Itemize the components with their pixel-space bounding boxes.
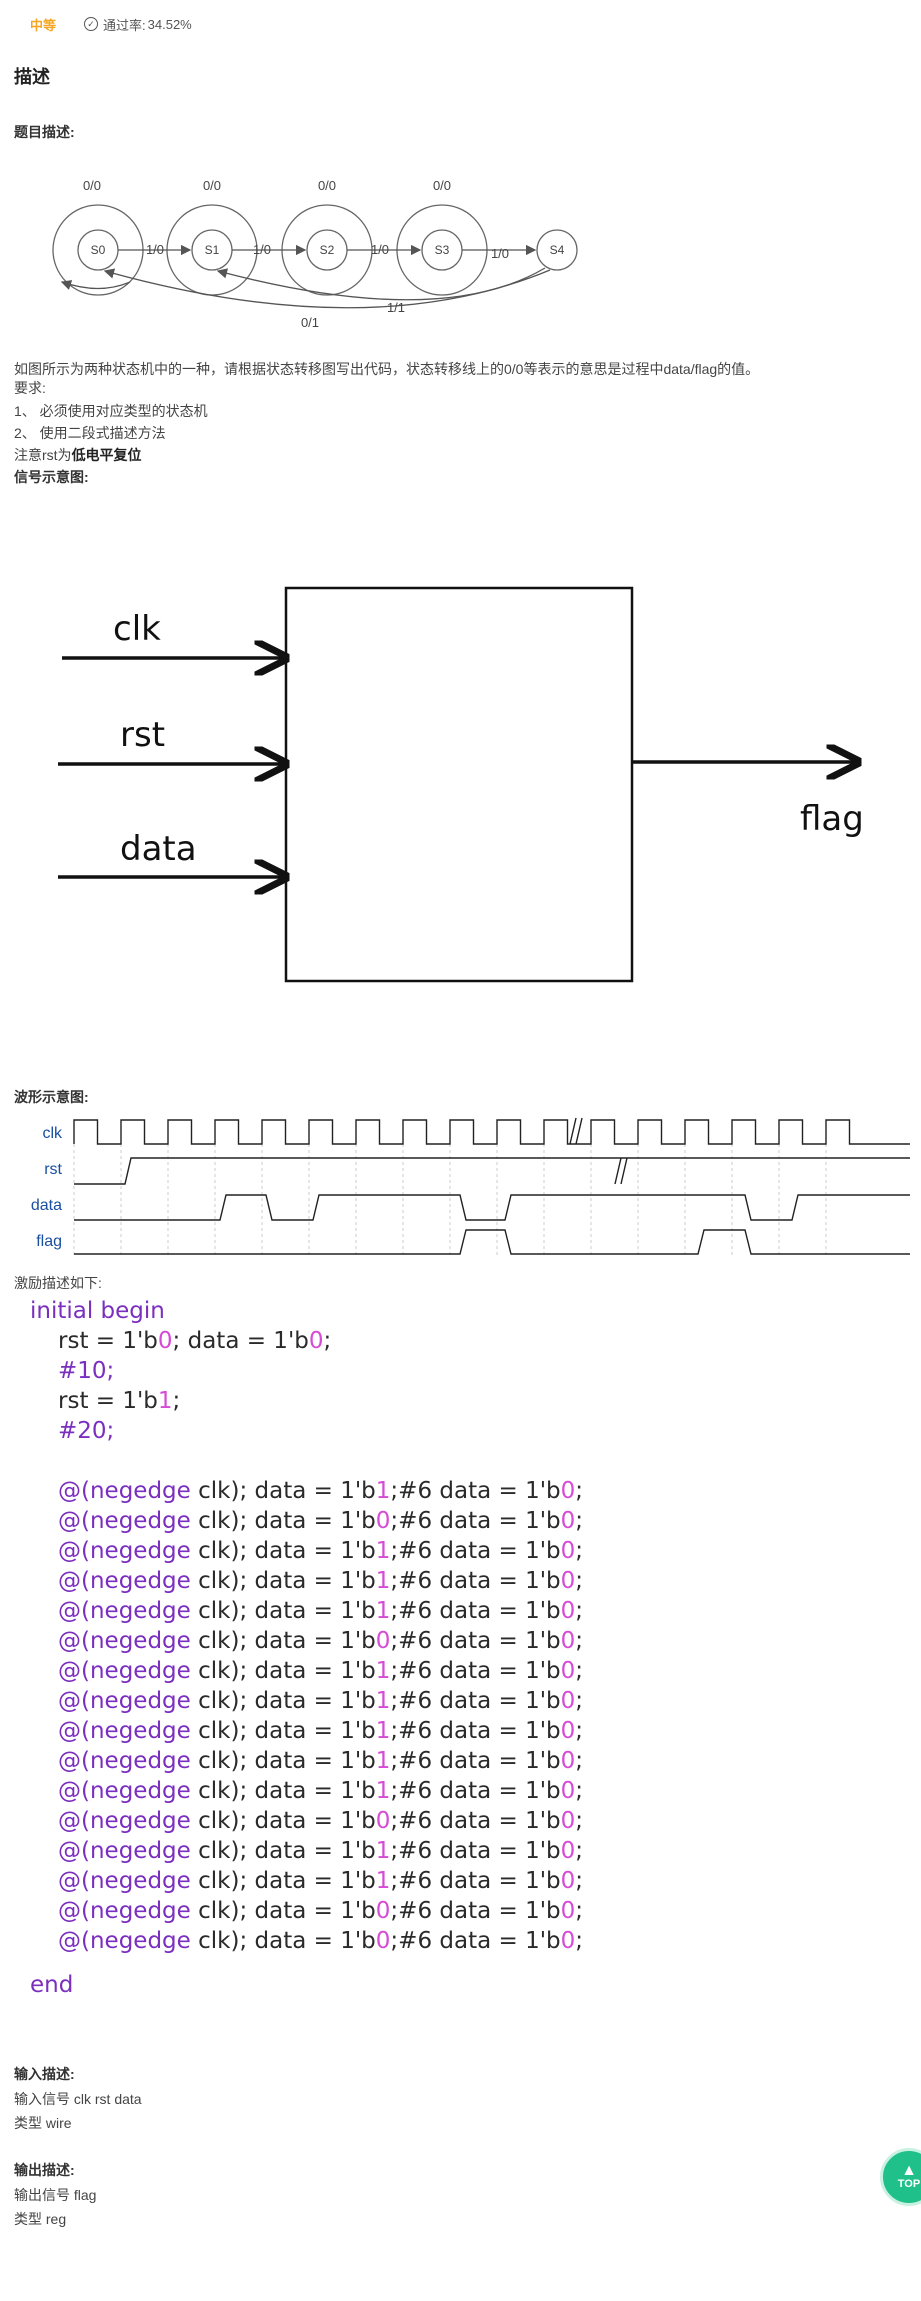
clk-break-mark xyxy=(569,1117,583,1145)
wave-signal-rst: rst xyxy=(44,1161,62,1178)
code-line-negedge: @(negedge clk); data = 1'b1;#6 data = 1'… xyxy=(58,1838,584,1864)
input-line1: 输入信号 clk rst data xyxy=(14,2091,142,2107)
state-label-s1: S1 xyxy=(205,243,220,257)
reset-note-bold: 低电平复位 xyxy=(71,447,142,463)
code-line-delay20: #20; xyxy=(58,1418,115,1444)
state-label-s3: S3 xyxy=(435,243,450,257)
flag-waveform xyxy=(74,1229,910,1255)
code-line-negedge: @(negedge clk); data = 1'b1;#6 data = 1'… xyxy=(58,1478,584,1504)
code-line-negedge: @(negedge clk); data = 1'b0;#6 data = 1'… xyxy=(58,1628,584,1654)
code-line-rst0: rst = 1'b0; data = 1'b0; xyxy=(58,1328,332,1354)
rst-break-mark xyxy=(614,1157,628,1185)
code-line-negedge: @(negedge clk); data = 1'b0;#6 data = 1'… xyxy=(58,1898,584,1924)
requirement-1: 1、 必须使用对应类型的状态机 xyxy=(14,403,208,419)
edge-label-s1-s2: 1/0 xyxy=(253,242,271,257)
code-line-negedge: @(negedge clk); data = 1'b0;#6 data = 1'… xyxy=(58,1508,584,1534)
edge-loop-back xyxy=(60,280,131,290)
edge-label-s4-s1: 1/1 xyxy=(387,300,405,315)
requirement-2: 2、 使用二段式描述方法 xyxy=(14,425,166,441)
clk-waveform xyxy=(73,1119,910,1145)
top-label: TOP xyxy=(897,2178,921,2190)
edge-s4-s0 xyxy=(103,268,551,309)
meta-row: 中等 ✓ 通过率: 34.52% xyxy=(30,14,192,34)
difficulty-badge: 中等 xyxy=(30,17,57,33)
code-line-negedge: @(negedge clk); data = 1'b1;#6 data = 1'… xyxy=(58,1778,584,1804)
flag-label: flag xyxy=(800,799,864,839)
stimulus-code: initial begin rst = 1'b0; data = 1'b0; #… xyxy=(0,1296,921,2016)
output-line2: 类型 reg xyxy=(14,2211,67,2227)
output-title: 输出描述: xyxy=(14,2162,75,2178)
code-line-negedge: @(negedge clk); data = 1'b0;#6 data = 1'… xyxy=(58,1808,584,1834)
wave-signal-clk: clk xyxy=(42,1125,63,1142)
code-line-negedge: @(negedge clk); data = 1'b0;#6 data = 1'… xyxy=(58,1928,584,1954)
rst-label: rst xyxy=(120,715,165,755)
code-line-negedge: @(negedge clk); data = 1'b1;#6 data = 1'… xyxy=(58,1658,584,1684)
check-circle-icon: ✓ xyxy=(84,17,99,31)
code-line-negedge: @(negedge clk); data = 1'b1;#6 data = 1'… xyxy=(58,1868,584,1894)
problem-label: 题目描述: xyxy=(14,124,75,140)
waveform-diagram: clk rst data flag xyxy=(31,1117,910,1258)
loop-label-s1: 0/0 xyxy=(203,178,221,193)
state-label-s2: S2 xyxy=(320,243,335,257)
arrow-up-icon: ▲ xyxy=(901,2162,917,2179)
back-to-top-button[interactable]: ▲ TOP xyxy=(880,2148,921,2206)
wave-gridlines xyxy=(73,1120,827,1258)
code-line-negedge: @(negedge clk); data = 1'b1;#6 data = 1'… xyxy=(58,1598,584,1624)
edge-s4-s1 xyxy=(216,267,546,301)
reset-note-prefix: 注意rst为 xyxy=(14,447,72,463)
stim-label: 激励描述如下: xyxy=(14,1275,102,1291)
rst-waveform xyxy=(74,1157,910,1185)
output-line1: 输出信号 flag xyxy=(14,2187,97,2203)
pass-rate-label: 通过率: xyxy=(103,17,146,33)
state-s4 xyxy=(536,229,578,271)
pass-rate-value: 34.52% xyxy=(147,16,192,32)
reset-note: 注意rst为低电平复位 xyxy=(14,446,142,465)
state-label-s0: S0 xyxy=(91,243,106,257)
wave-signal-data: data xyxy=(31,1197,62,1214)
data-label: data xyxy=(120,829,197,869)
wave-label: 波形示意图: xyxy=(14,1089,89,1105)
code-line-negedge: @(negedge clk); data = 1'b1;#6 data = 1'… xyxy=(58,1748,584,1774)
code-line-negedge: @(negedge clk); data = 1'b1;#6 data = 1'… xyxy=(58,1718,584,1744)
problem-paragraph: 如图所示为两种状态机中的一种，请根据状态转移图写出代码，状态转移线上的0/0等表… xyxy=(14,361,760,377)
code-line-negedge: @(negedge clk); data = 1'b1;#6 data = 1'… xyxy=(58,1538,584,1564)
wave-signal-flag: flag xyxy=(36,1233,62,1250)
code-end: end xyxy=(30,1972,74,1998)
code-initial-begin: initial begin xyxy=(30,1298,165,1324)
state-diagram: S0 S1 S2 S3 S4 0/0 0/0 0/0 0/0 1/0 1/0 1… xyxy=(52,178,578,330)
data-waveform xyxy=(74,1194,910,1221)
code-line-negedge: @(negedge clk); data = 1'b1;#6 data = 1'… xyxy=(58,1688,584,1714)
edge-label-s0-s1: 1/0 xyxy=(146,242,164,257)
code-line-rst1: rst = 1'b1; xyxy=(58,1388,181,1414)
section-title-description: 描述 xyxy=(14,67,50,87)
loop-label-s3: 0/0 xyxy=(433,178,451,193)
code-line-delay10: #10; xyxy=(58,1358,115,1384)
requirements-label: 要求: xyxy=(14,380,46,396)
code-line-negedge: @(negedge clk); data = 1'b1;#6 data = 1'… xyxy=(58,1568,584,1594)
loop-label-s0: 0/0 xyxy=(83,178,101,193)
module-box xyxy=(284,586,634,983)
clk-label: clk xyxy=(113,609,161,649)
loop-label-s2: 0/0 xyxy=(318,178,336,193)
signal-label: 信号示意图: xyxy=(14,469,89,485)
edge-label-s3-s4: 1/0 xyxy=(491,246,509,261)
edge-label-s2-s3: 1/0 xyxy=(371,242,389,257)
block-diagram: clk rst data flag xyxy=(58,586,864,983)
input-line2: 类型 wire xyxy=(14,2115,72,2131)
state-label-s4: S4 xyxy=(550,243,565,257)
edge-label-s4-s0: 0/1 xyxy=(301,315,319,330)
input-title: 输入描述: xyxy=(14,2066,75,2082)
